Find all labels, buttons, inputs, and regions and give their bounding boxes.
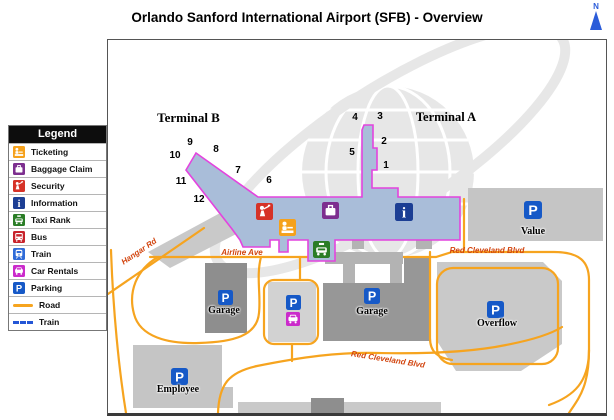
security-icon — [256, 203, 273, 220]
apron-area — [148, 212, 246, 268]
gate-label: 2 — [381, 136, 387, 147]
legend-item-taxi-rank: Taxi Rank — [9, 211, 106, 228]
page-title: Orlando Sanford International Airport (S… — [131, 10, 483, 25]
train-line-icon — [13, 320, 33, 324]
parking-lot-value-label: Value — [520, 226, 546, 237]
taxi-rank-icon — [13, 214, 25, 226]
train-icon — [13, 248, 25, 260]
legend-item-bus: Bus — [9, 228, 106, 245]
legend-item-label: Parking — [31, 283, 63, 293]
gate-label: 10 — [169, 150, 181, 161]
parking-icon — [13, 282, 25, 294]
legend-item-label: Road — [39, 300, 61, 310]
legend-item-car-rentals: Car Rentals — [9, 262, 106, 279]
legend-item-ticketing: Ticketing — [9, 143, 106, 160]
garage-parking-icon — [364, 288, 380, 304]
road-label-airline-ave: Airline Ave — [221, 248, 263, 257]
car-rentals-icon — [13, 265, 25, 277]
parking-lot-overflow-label: Overflow — [477, 318, 517, 329]
road-network — [108, 197, 591, 413]
legend-item-label: Baggage Claim — [31, 164, 93, 174]
baggage-claim-icon — [322, 202, 339, 219]
gate-label: 9 — [187, 137, 193, 148]
legend-item-label: Taxi Rank — [31, 215, 71, 225]
legend-item-label: Bus — [31, 232, 48, 242]
employee-parking-icon — [171, 368, 188, 385]
car-rentals-icon — [286, 312, 300, 326]
gate-label: 5 — [349, 147, 355, 158]
legend-item-parking: Parking — [9, 279, 106, 296]
ticketing-icon — [279, 219, 296, 236]
gate-label: 12 — [193, 194, 205, 205]
map-frame: Terminal B Terminal A 1 2 3 4 5 6 7 8 9 … — [107, 39, 607, 416]
legend-item-train: Train — [9, 245, 106, 262]
curb-strips — [325, 240, 432, 283]
terminal-b-label: Terminal B — [157, 110, 220, 125]
road-label-red-cleveland-blvd: Red Cleveland Blvd — [449, 246, 525, 255]
garage-parking-icon — [218, 290, 233, 305]
legend-item-road: Road — [9, 296, 106, 313]
north-arrow: N — [584, 2, 608, 30]
gate-label: 4 — [352, 112, 358, 123]
parking-lot-employee-label: Employee — [156, 384, 200, 395]
legend-item-label: Ticketing — [31, 147, 69, 157]
terminal-a-label: Terminal A — [415, 110, 477, 124]
terminal-building-shape — [185, 124, 461, 262]
north-arrow-icon — [590, 11, 602, 30]
security-icon — [13, 180, 25, 192]
gate-label: 6 — [266, 175, 272, 186]
gate-label: 3 — [377, 111, 383, 122]
ticketing-icon — [13, 146, 25, 158]
parking-lot-garage-label: Garage — [356, 306, 388, 317]
north-label: N — [593, 2, 599, 11]
legend-item-security: Security — [9, 177, 106, 194]
taxi-rank-icon — [313, 241, 330, 258]
road-line-icon — [13, 303, 33, 307]
legend-item-label: Security — [31, 181, 65, 191]
gate-label: 7 — [235, 165, 241, 176]
rental-lot-parking-icon — [286, 295, 301, 310]
legend-item-label: Information — [31, 198, 78, 208]
overflow-parking-icon — [487, 301, 504, 318]
legend-item-train-line: Train — [9, 313, 106, 330]
legend-item-label: Train — [31, 249, 52, 259]
information-icon — [13, 197, 25, 209]
legend-item-baggage-claim: Baggage Claim — [9, 160, 106, 177]
bus-icon — [13, 231, 25, 243]
legend-item-information: Information — [9, 194, 106, 211]
value-parking-icon — [524, 201, 542, 219]
legend-title: Legend — [9, 126, 106, 143]
legend-item-label: Car Rentals — [31, 266, 79, 276]
legend-item-label: Train — [39, 317, 60, 327]
gate-label: 11 — [175, 176, 187, 187]
baggage-claim-icon — [13, 163, 25, 175]
legend: Legend Ticketing Baggage Claim Security … — [8, 125, 107, 331]
parking-lot-garage-label: Garage — [208, 305, 240, 316]
gate-label: 8 — [213, 144, 219, 155]
gate-label: 1 — [383, 160, 389, 171]
information-icon — [395, 203, 413, 221]
